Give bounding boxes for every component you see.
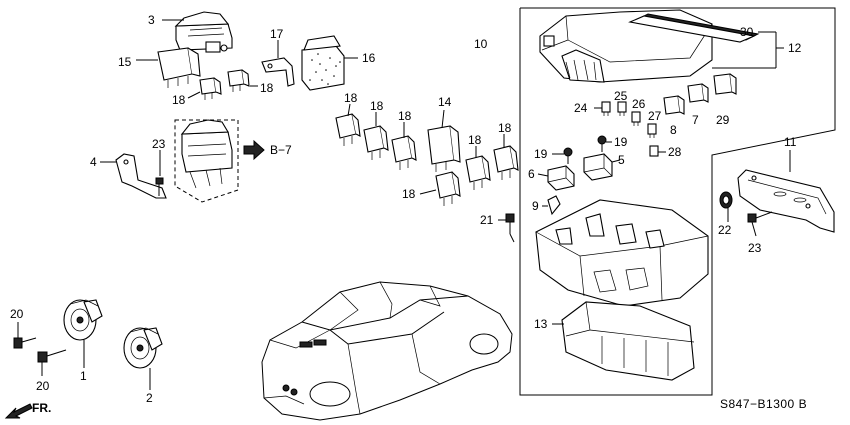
bolt-part-21: [505, 213, 515, 234]
horn-part-1: [63, 299, 103, 341]
fuse-part-27: [647, 123, 657, 138]
mini-relay-18e: [391, 135, 417, 170]
relay-box-part-3: [174, 11, 233, 53]
reference-label: B−7: [270, 143, 292, 157]
callout-4: 4: [90, 155, 97, 169]
mini-relay-18c: [335, 113, 361, 146]
callout-21: 21: [480, 213, 494, 227]
relay-part-16: [301, 35, 345, 91]
mini-relay-18b: [227, 69, 250, 92]
mini-relay-18g: [493, 145, 519, 180]
callout-29: 29: [716, 113, 730, 127]
screw-part-19-lower: [563, 147, 573, 164]
fuse-part-28: [649, 145, 659, 157]
relay-box-in-detail: [180, 119, 233, 189]
callout-13: 13: [534, 317, 548, 331]
callout-19: 19: [534, 147, 548, 161]
front-direction-arrow: [4, 403, 33, 419]
callout-18: 18: [398, 109, 412, 123]
leader-6: [537, 173, 549, 177]
callout-5: 5: [618, 153, 625, 167]
callout-22: 22: [718, 223, 732, 237]
relay-detail-outline: [174, 119, 239, 203]
callout-23: 23: [152, 137, 166, 151]
bracket-part-17: [261, 57, 295, 87]
callout-26: 26: [632, 97, 646, 111]
callout-6: 6: [528, 167, 535, 181]
callout-10: 10: [474, 37, 488, 51]
callout-16: 16: [362, 51, 376, 65]
front-direction-label: FR.: [32, 401, 51, 415]
bolt-part-20-upper: [13, 337, 37, 349]
leader-18a: [187, 91, 201, 99]
relay-part-29: [713, 73, 737, 95]
callout-14: 14: [438, 95, 452, 109]
callout-25: 25: [614, 89, 628, 103]
callout-18: 18: [260, 81, 274, 95]
relay-part-15: [157, 47, 201, 88]
leader-5: [611, 159, 621, 163]
mini-relay-18d: [363, 125, 389, 160]
callout-7: 7: [692, 113, 699, 127]
callout-27: 27: [648, 109, 662, 123]
callout-18: 18: [402, 187, 416, 201]
callout-12: 12: [788, 41, 802, 55]
block-part-5: [583, 153, 613, 181]
relay-part-14: [427, 125, 461, 172]
callout-20: 20: [10, 307, 24, 321]
fuse-part-24: [601, 101, 611, 116]
block-part-6: [547, 165, 575, 191]
callout-23: 23: [748, 241, 762, 255]
bolt-part-23-right: [747, 211, 773, 223]
callout-9: 9: [532, 199, 539, 213]
leader-18h: [419, 189, 437, 195]
callout-2: 2: [146, 391, 153, 405]
bolt-part-23-left: [155, 177, 164, 196]
callout-18: 18: [344, 91, 358, 105]
fuse-part-26: [631, 111, 641, 126]
callout-24: 24: [574, 101, 588, 115]
callout-11: 11: [784, 135, 797, 149]
mini-relay-18a: [199, 77, 222, 100]
callout-30: 30: [740, 25, 754, 39]
grommet-part-22: [719, 191, 733, 209]
callout-18: 18: [498, 121, 512, 135]
horn-part-2: [123, 327, 163, 369]
callout-18: 18: [468, 133, 482, 147]
clip-part-9: [547, 195, 561, 216]
callout-28: 28: [668, 145, 682, 159]
reference-arrow: [243, 139, 265, 161]
callout-20: 20: [36, 379, 50, 393]
callout-17: 17: [270, 27, 284, 41]
leader-23b: [751, 221, 757, 237]
relay-part-8: [663, 95, 685, 115]
bracket-part-11: [737, 169, 835, 233]
fuse-part-25: [617, 101, 627, 116]
leader-14: [441, 109, 445, 129]
callout-3: 3: [148, 13, 155, 27]
callout-18: 18: [370, 99, 384, 113]
screw-part-19-upper: [597, 135, 607, 152]
fuse-box-body: [535, 199, 709, 307]
fuse-box-group-outline: [519, 7, 836, 396]
callout-8: 8: [670, 123, 677, 137]
mini-relay-18h: [435, 171, 461, 206]
relay-part-7: [687, 83, 709, 103]
bracket-part-4: [115, 153, 167, 199]
lower-cover-part-13: [561, 301, 695, 381]
diagram-code: S847−B1300 B: [720, 397, 807, 411]
car-outline: [261, 281, 513, 421]
callout-19: 19: [614, 135, 628, 149]
leader-21-down: [509, 233, 515, 243]
callout-1: 1: [80, 369, 87, 383]
bolt-part-20-lower: [37, 349, 67, 363]
callout-15: 15: [118, 55, 132, 69]
mini-relay-18f: [465, 155, 491, 190]
callout-18: 18: [172, 93, 186, 107]
label-sheet-part-30: [628, 13, 760, 43]
leader-18c: [347, 103, 351, 117]
